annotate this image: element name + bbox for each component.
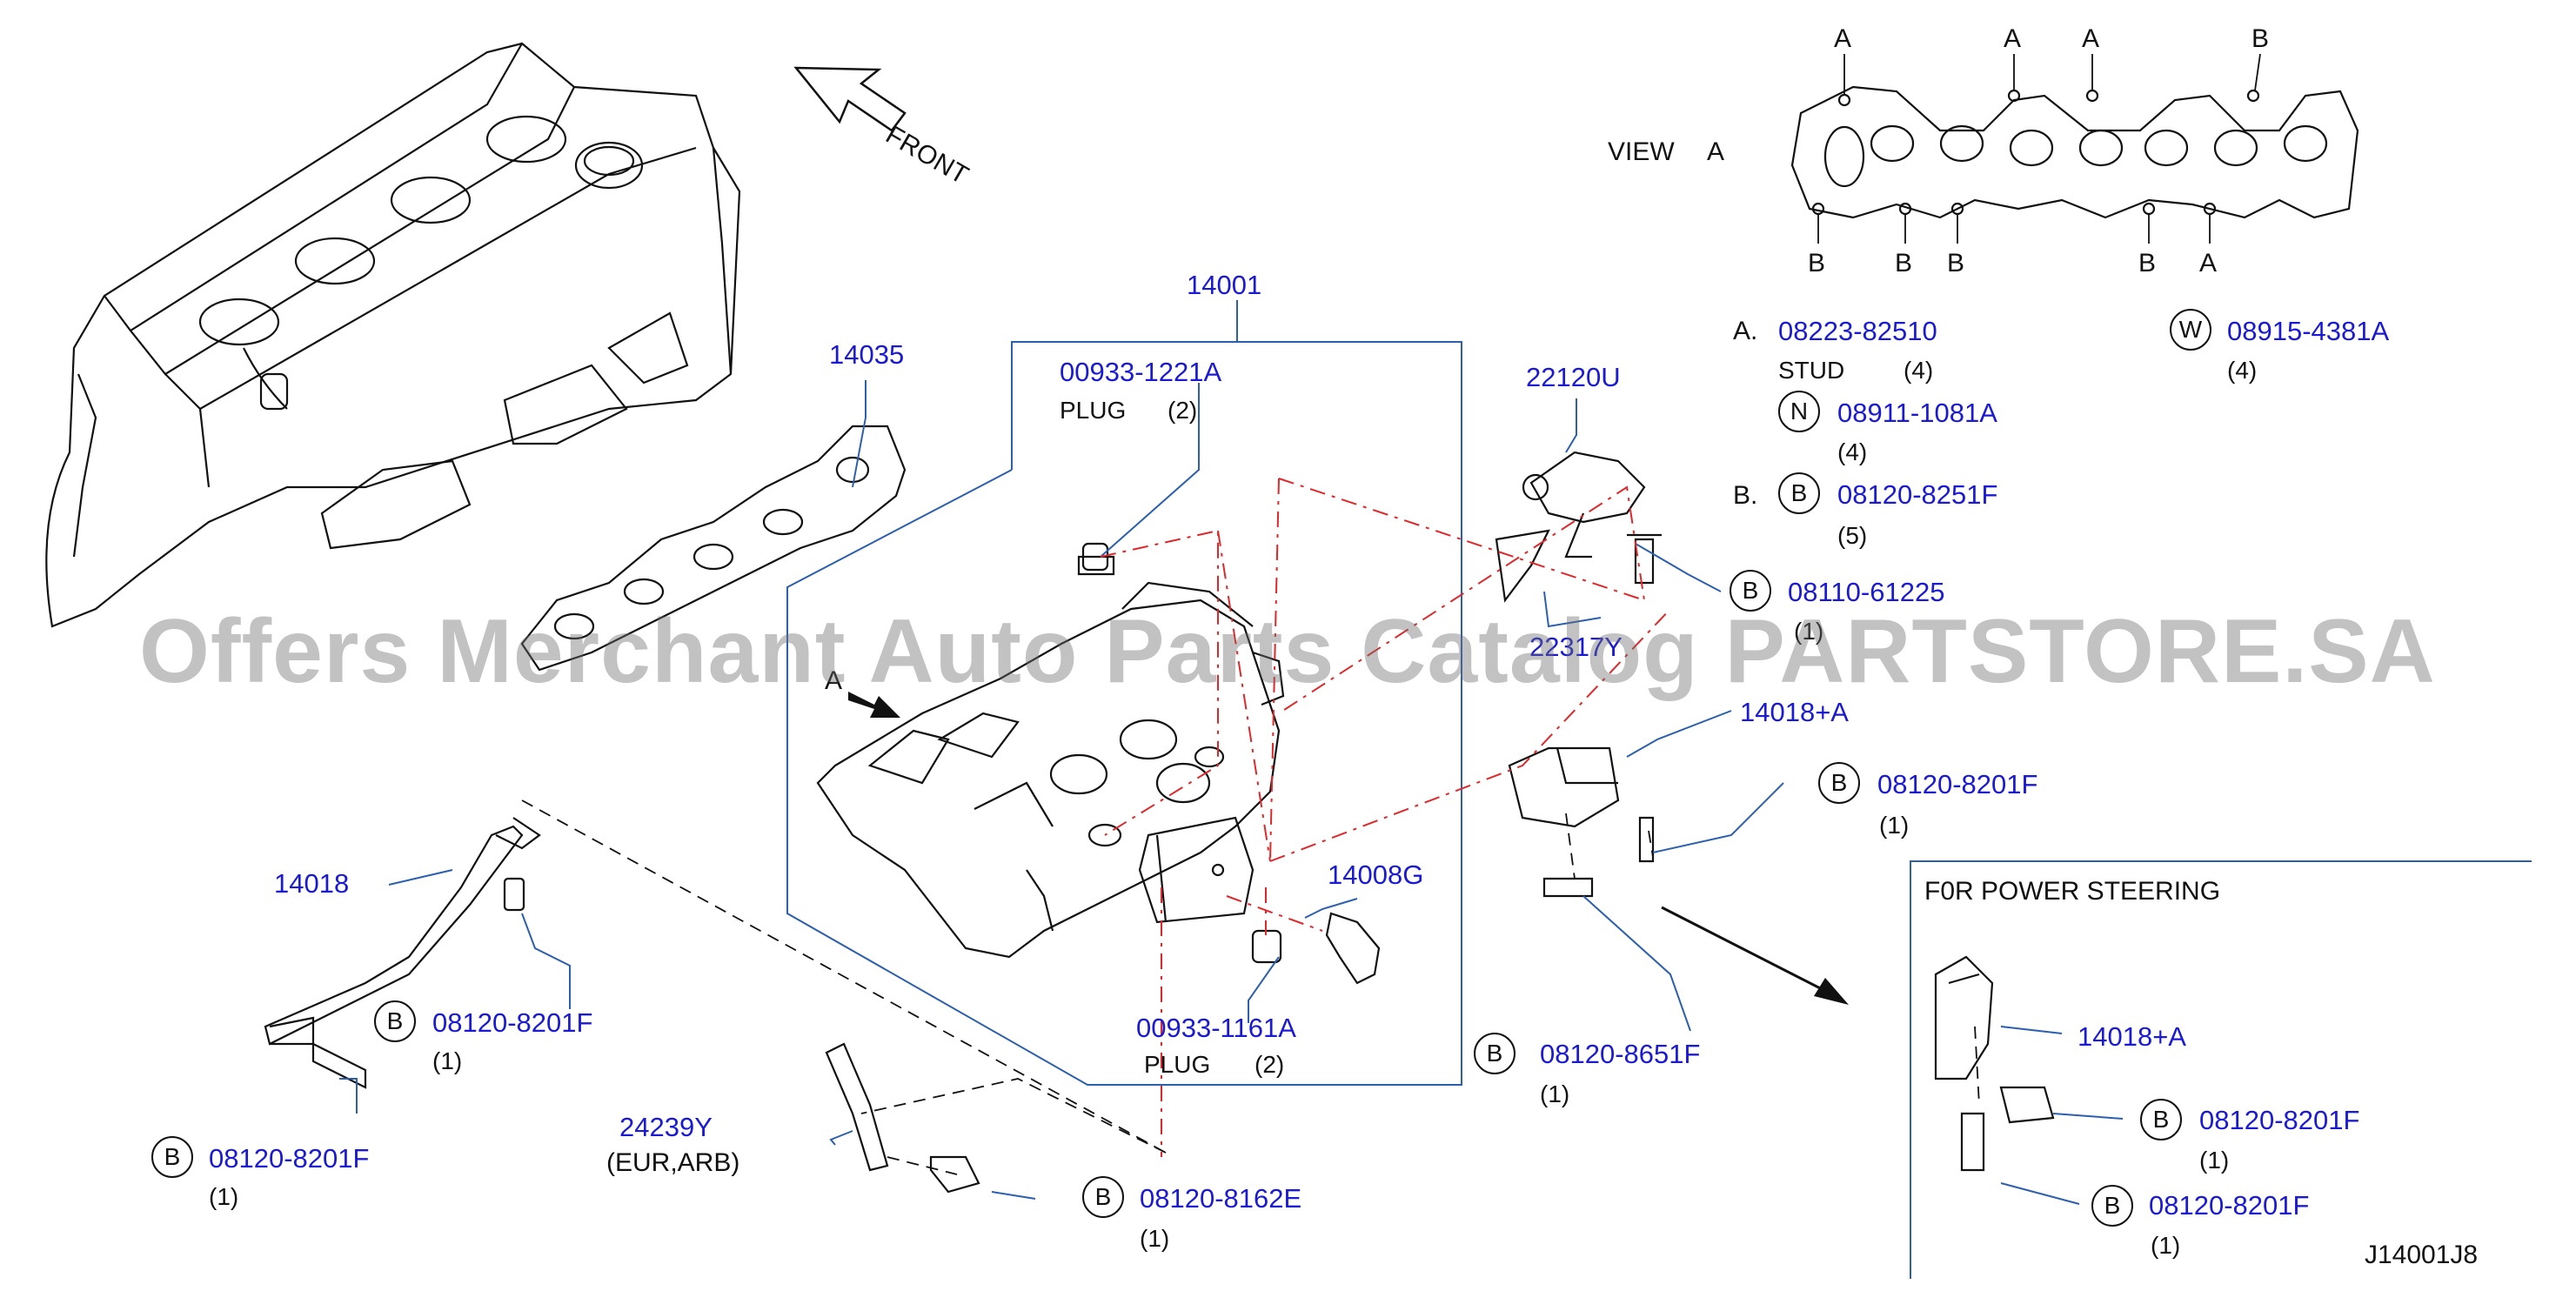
legend-b-symbol: B: [1778, 472, 1820, 514]
small-parts-drawing: [1081, 451, 1662, 985]
ps-bolt1-symbol: B: [2140, 1099, 2182, 1140]
bolt-8201-r-symbol: B: [1818, 762, 1860, 804]
plug-bottom-name: PLUG: [1144, 1051, 1211, 1078]
view-a-bottom-label: B: [1947, 249, 1965, 278]
view-a-pointer-arrow: [848, 692, 900, 718]
part-bolt-8651[interactable]: 08120-8651F: [1540, 1039, 1701, 1069]
part-bolt-8201-r[interactable]: 08120-8201F: [1877, 769, 2038, 799]
part-14008g[interactable]: 14008G: [1328, 860, 1424, 890]
part-bolt-61225[interactable]: 08110-61225: [1788, 577, 1945, 607]
legend-n-qty: (4): [1837, 438, 1868, 465]
bolt-8651-qty: (1): [1540, 1080, 1570, 1107]
view-a-top-label: A: [1834, 24, 1852, 53]
bolt-61225-qty: (1): [1794, 618, 1824, 645]
gasket-14035-drawing: [520, 425, 907, 672]
legend-b-qty: (5): [1837, 522, 1868, 549]
ps-part-bolt1[interactable]: 08120-8201F: [2199, 1105, 2360, 1135]
view-a-gasket-drawing: [1790, 85, 2359, 219]
view-a-top-label: A: [2004, 24, 2022, 53]
legend-n-symbol: N: [1778, 391, 1820, 432]
bolt-8162-symbol: B: [1082, 1176, 1124, 1218]
bolt-8162-qty: (1): [1140, 1225, 1170, 1252]
part-14001[interactable]: 14001: [1187, 270, 1262, 300]
view-a-bottom-label: B: [2138, 249, 2157, 278]
view-a-top-label: A: [2082, 24, 2100, 53]
legend-a-name: STUD: [1778, 357, 1845, 384]
part-bolt-8201-l[interactable]: 08120-8201F: [209, 1143, 370, 1174]
diagram-code: J14001J8: [2365, 1241, 2479, 1269]
part-14018[interactable]: 14018: [274, 868, 350, 899]
part-plug-bottom[interactable]: 00933-1161A: [1136, 1013, 1296, 1043]
part-22120u[interactable]: 22120U: [1526, 362, 1621, 392]
legend-a-qty: (4): [1904, 357, 1934, 384]
view-a-label-ticks: [1817, 53, 2261, 244]
power-steering-bracket-drawing: [1934, 955, 2055, 1172]
part-22317y[interactable]: 22317Y: [1529, 632, 1623, 662]
part-plug-top[interactable]: 00933-1221A: [1060, 357, 1222, 387]
legend-w-part[interactable]: 08915-4381A: [2227, 316, 2390, 346]
part-24239y[interactable]: 24239Y: [619, 1112, 713, 1142]
bolt-8201-r-qty: (1): [1879, 812, 1910, 839]
bracket-14018-drawing: [264, 817, 541, 1089]
legend-w-qty: (4): [2227, 357, 2258, 384]
alignment-lines-red: [1100, 478, 1671, 1157]
legend-a-part[interactable]: 08223-82510: [1778, 316, 1937, 346]
bolt-8201-l-symbol: B: [151, 1136, 193, 1178]
view-a-bottom-label: B: [1808, 249, 1826, 278]
power-steering-pointer-arrow: [1661, 906, 1849, 1005]
part-bolt-8162[interactable]: 08120-8162E: [1140, 1183, 1302, 1214]
legend-n-part[interactable]: 08911-1081A: [1837, 398, 1997, 428]
power-steering-title: F0R POWER STEERING: [1924, 877, 2221, 906]
bolt-8201-m-symbol: B: [374, 1000, 416, 1042]
callout-leader-lines: [339, 300, 2124, 1205]
watermark: Offers Merchant Auto Parts Catalog PARTS…: [139, 601, 2436, 702]
view-a-letter: A: [1707, 137, 1725, 166]
ps-bolt1-qty: (1): [2199, 1147, 2230, 1174]
ps-bolt2-qty: (1): [2151, 1232, 2181, 1259]
legend-a-prefix: A.: [1733, 317, 1758, 345]
front-arrow-drawing: [793, 66, 907, 132]
plug-top-name: PLUG: [1060, 397, 1127, 424]
part-14035[interactable]: 14035: [829, 339, 905, 370]
intake-manifold-drawing: [816, 555, 1285, 959]
view-a-top-label: B: [2251, 24, 2270, 53]
bolt-61225-symbol: B: [1730, 570, 1771, 612]
plug-top-qty: (2): [1168, 397, 1198, 424]
part-bolt-8201-m[interactable]: 08120-8201F: [432, 1007, 593, 1038]
power-steering-frame: [1910, 860, 2532, 1279]
legend-b-part[interactable]: 08120-8251F: [1837, 479, 1998, 510]
bolt-8651-symbol: B: [1474, 1033, 1515, 1074]
legend-w-symbol: W: [2170, 309, 2211, 351]
part-24239y-note: (EUR,ARB): [606, 1148, 740, 1177]
ps-part-14018a[interactable]: 14018+A: [2078, 1021, 2186, 1052]
bolt-8201-l-qty: (1): [209, 1183, 239, 1210]
plug-bottom-qty: (2): [1255, 1051, 1285, 1078]
ps-part-bolt2[interactable]: 08120-8201F: [2149, 1190, 2310, 1221]
bolt-8201-m-qty: (1): [432, 1047, 463, 1074]
alignment-lines-black: [521, 799, 1980, 1175]
view-a-title: VIEW: [1608, 137, 1675, 166]
ps-bolt2-symbol: B: [2091, 1185, 2133, 1227]
view-a-bottom-label: B: [1895, 249, 1913, 278]
engine-head-drawing: [45, 42, 741, 628]
part-14018a[interactable]: 14018+A: [1740, 697, 1849, 727]
view-a-marker: A: [825, 666, 843, 695]
view-a-bottom-label: A: [2199, 249, 2218, 278]
bracket-24239y-drawing: [825, 1042, 980, 1194]
legend-b-prefix: B.: [1733, 481, 1758, 510]
